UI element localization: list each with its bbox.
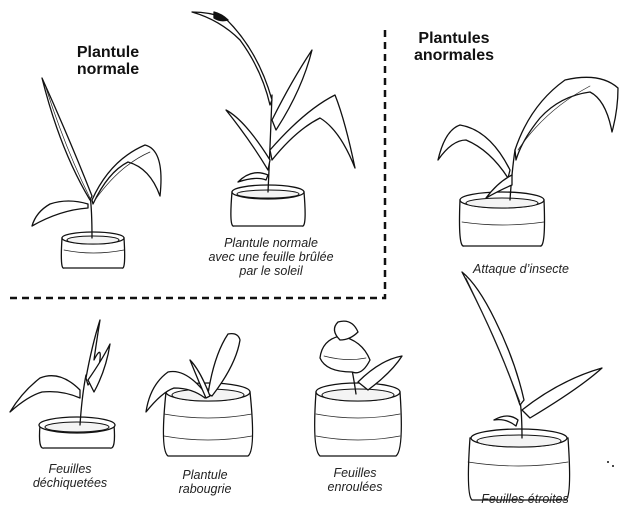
caption-stunted-seedling: Plantule rabougrie xyxy=(160,468,250,496)
seedling-normal-icon xyxy=(32,78,161,268)
seedling-stunted-icon xyxy=(146,334,253,456)
caption-rolled-leaves: Feuilles enroulées xyxy=(310,466,400,494)
seedling-rolled-leaves-icon xyxy=(315,321,402,456)
seedling-torn-leaves-icon xyxy=(10,320,115,448)
seedling-narrow-leaves-icon xyxy=(462,272,614,500)
title-abnormal-seedlings: Plantules anormales xyxy=(404,30,504,64)
seedling-insect-damage-icon xyxy=(438,77,618,246)
caption-sunburned-leaf: Plantule normale avec une feuille brûlée… xyxy=(196,236,346,278)
caption-narrow-leaves: Feuilles étroites xyxy=(460,492,590,506)
title-normal-seedling: Plantule normale xyxy=(70,44,146,78)
caption-insect-attack: Attaque d’insecte xyxy=(456,262,586,276)
seedling-sunburned-leaf-icon xyxy=(192,12,355,226)
caption-torn-leaves: Feuilles déchiquetées xyxy=(20,462,120,490)
